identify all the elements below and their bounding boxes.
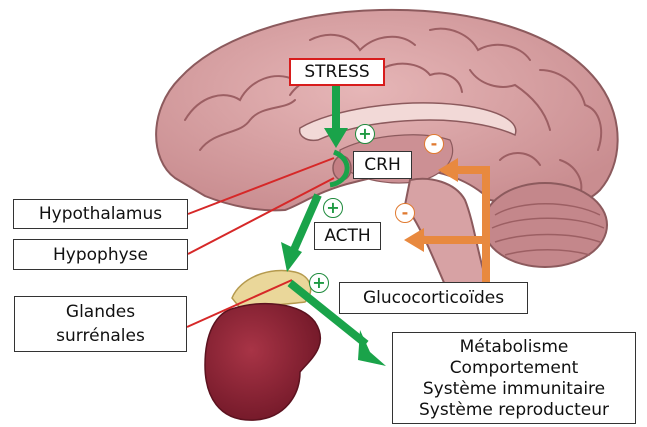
- minus-sign-crh: -: [424, 134, 444, 154]
- glucocorticoides-label: Glucocorticoïdes: [339, 282, 528, 314]
- effects-box: Métabolisme Comportement Système immunit…: [392, 332, 636, 424]
- glandes-surrenales-label: Glandes surrénales: [14, 296, 187, 352]
- hypophyse-label: Hypophyse: [13, 239, 188, 270]
- hypothalamus-label: Hypothalamus: [13, 199, 188, 229]
- plus-sign-acth: +: [323, 198, 343, 218]
- effect-behavior: Comportement: [450, 358, 579, 379]
- kidney: [205, 304, 320, 420]
- effect-reproductive-system: Système reproducteur: [419, 400, 609, 421]
- effect-immune-system: Système immunitaire: [423, 379, 605, 400]
- plus-sign-adrenal: +: [309, 273, 329, 293]
- acth-label: ACTH: [314, 222, 381, 250]
- plus-sign-crh: +: [355, 124, 375, 144]
- glandes-line-1: Glandes: [66, 300, 135, 324]
- crh-label: CRH: [353, 151, 412, 179]
- stress-label: STRESS: [289, 58, 385, 86]
- glandes-line-2: surrénales: [56, 324, 145, 348]
- effect-metabolism: Métabolisme: [460, 337, 569, 358]
- minus-sign-acth: -: [395, 203, 415, 223]
